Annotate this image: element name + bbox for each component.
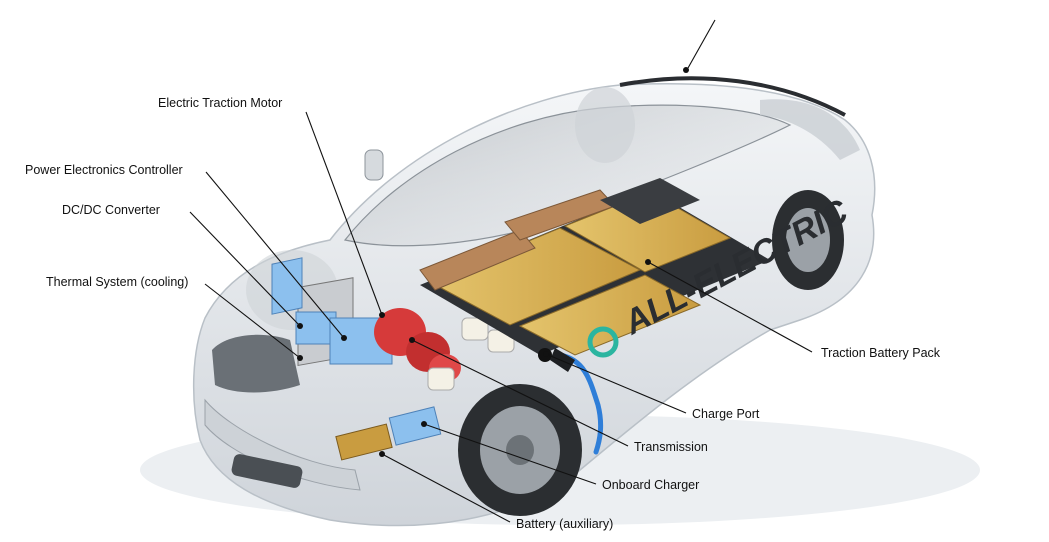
leader-thermal (204, 283, 301, 359)
leader-onboard-charger (423, 423, 597, 485)
reservoir-1 (427, 367, 455, 391)
windshield (343, 104, 792, 247)
rear-right-wheel (772, 190, 844, 290)
leader-power-electronics (205, 171, 345, 339)
label-dc-dc-converter: DC/DC Converter (62, 203, 160, 217)
label-power-electronics-controller: Power Electronics Controller (25, 163, 183, 177)
roof-edge (619, 76, 846, 117)
charge-plug (550, 348, 575, 372)
marker-charge-port (543, 351, 549, 357)
side-mirror (364, 149, 384, 181)
marker-aux-battery (379, 451, 385, 457)
rear-left-wheel (575, 87, 635, 163)
label-onboard-charger: Onboard Charger (602, 478, 700, 492)
label-charge-port: Charge Port (692, 407, 760, 421)
thermal-panel (271, 257, 303, 315)
leader-dc-dc (189, 211, 301, 327)
onboard-charger-block (388, 406, 442, 446)
leader-transmission (411, 339, 629, 447)
front-right-wheel (458, 384, 582, 516)
lower-grille (231, 454, 303, 488)
leader-motor (305, 111, 383, 316)
label-transmission: Transmission (634, 440, 708, 454)
leader-aux-battery (381, 453, 511, 523)
marker-transmission (409, 337, 415, 343)
marker-motor (379, 312, 385, 318)
leader-charge-port (545, 353, 687, 414)
battery-pack (419, 178, 770, 356)
marker-thermal (297, 355, 303, 361)
label-battery-auxiliary: Battery (auxiliary) (516, 517, 614, 531)
marker-battery-pack (645, 259, 651, 265)
front-grille (212, 334, 300, 393)
leader-battery-pack (647, 261, 813, 353)
reservoir-2 (461, 317, 489, 341)
aux-battery-block (335, 423, 393, 461)
dc-dc-converter-block (295, 311, 337, 345)
label-thermal-system: Thermal System (cooling) (46, 275, 189, 289)
label-traction-battery-pack: Traction Battery Pack (821, 346, 941, 360)
rear-window (760, 99, 860, 160)
marker-power-electronics (341, 335, 347, 341)
leader-top (687, 19, 716, 69)
decal-emblem (587, 326, 619, 358)
front-bumper (204, 398, 361, 491)
marker-top (683, 67, 689, 73)
marker-dc-dc (297, 323, 303, 329)
label-electric-traction-motor: Electric Traction Motor (158, 96, 283, 110)
charge-cable (557, 352, 604, 455)
marker-onboard-charger (421, 421, 427, 427)
